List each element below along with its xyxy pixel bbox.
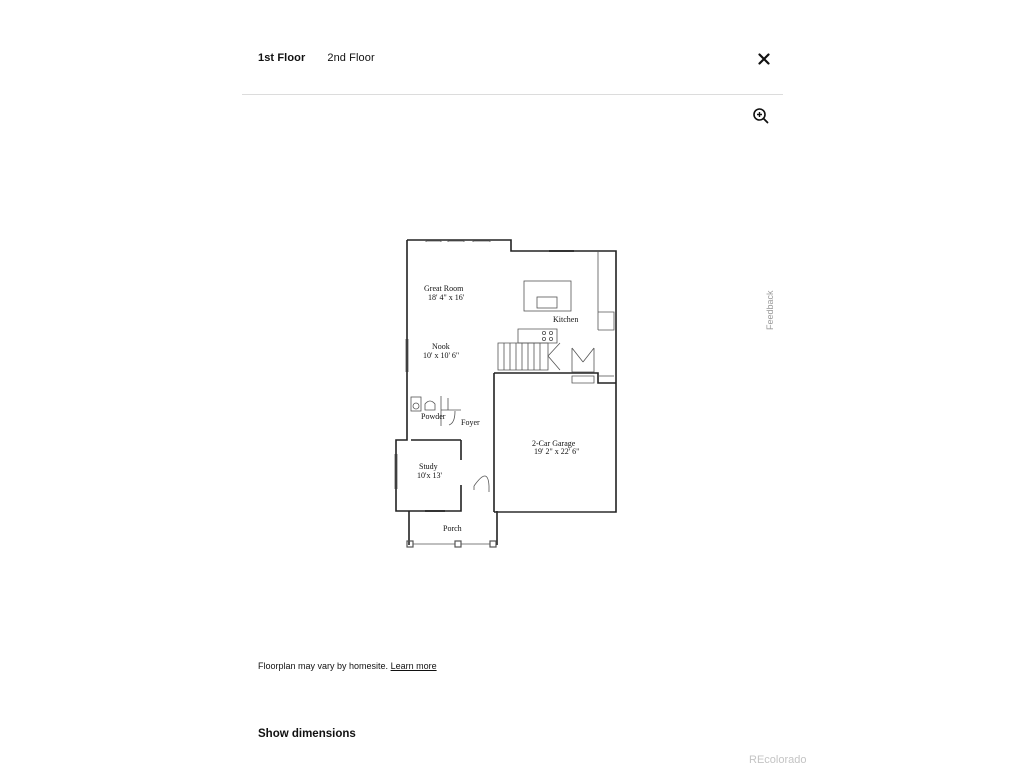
room-label: Study — [419, 462, 438, 471]
room-label: Kitchen — [553, 315, 578, 324]
room-dims: 19' 2" x 22' 6" — [534, 447, 579, 456]
header-divider — [242, 94, 783, 95]
room-label: Great Room — [424, 284, 464, 293]
room-dims: 10' x 10' 6" — [423, 351, 459, 360]
floor-tabs: 1st Floor 2nd Floor — [258, 52, 375, 64]
floorplan-note: Floorplan may vary by homesite. Learn mo… — [258, 661, 437, 671]
floor-plan-drawing: Great Room 18' 4" x 16' Kitchen Nook 10'… — [394, 239, 617, 548]
close-icon[interactable] — [754, 49, 774, 69]
room-label: Powder — [421, 412, 446, 421]
feedback-tab[interactable]: Feedback — [764, 290, 776, 332]
source-credit: REcolorado — [749, 754, 807, 766]
room-dims: 18' 4" x 16' — [428, 293, 465, 302]
room-label: Foyer — [461, 418, 480, 427]
tab-2nd-floor[interactable]: 2nd Floor — [327, 52, 375, 64]
room-label: Porch — [443, 524, 462, 533]
room-dims: 10'x 13' — [417, 471, 442, 480]
learn-more-link[interactable]: Learn more — [390, 661, 437, 671]
room-label: 2-Car Garage — [532, 439, 576, 448]
zoom-in-icon[interactable] — [751, 106, 771, 126]
note-text: Floorplan may vary by homesite. — [258, 661, 389, 671]
show-dimensions-button[interactable]: Show dimensions — [258, 728, 356, 740]
feedback-label: Feedback — [765, 290, 775, 330]
room-label: Nook — [432, 342, 450, 351]
tab-1st-floor[interactable]: 1st Floor — [258, 52, 306, 64]
